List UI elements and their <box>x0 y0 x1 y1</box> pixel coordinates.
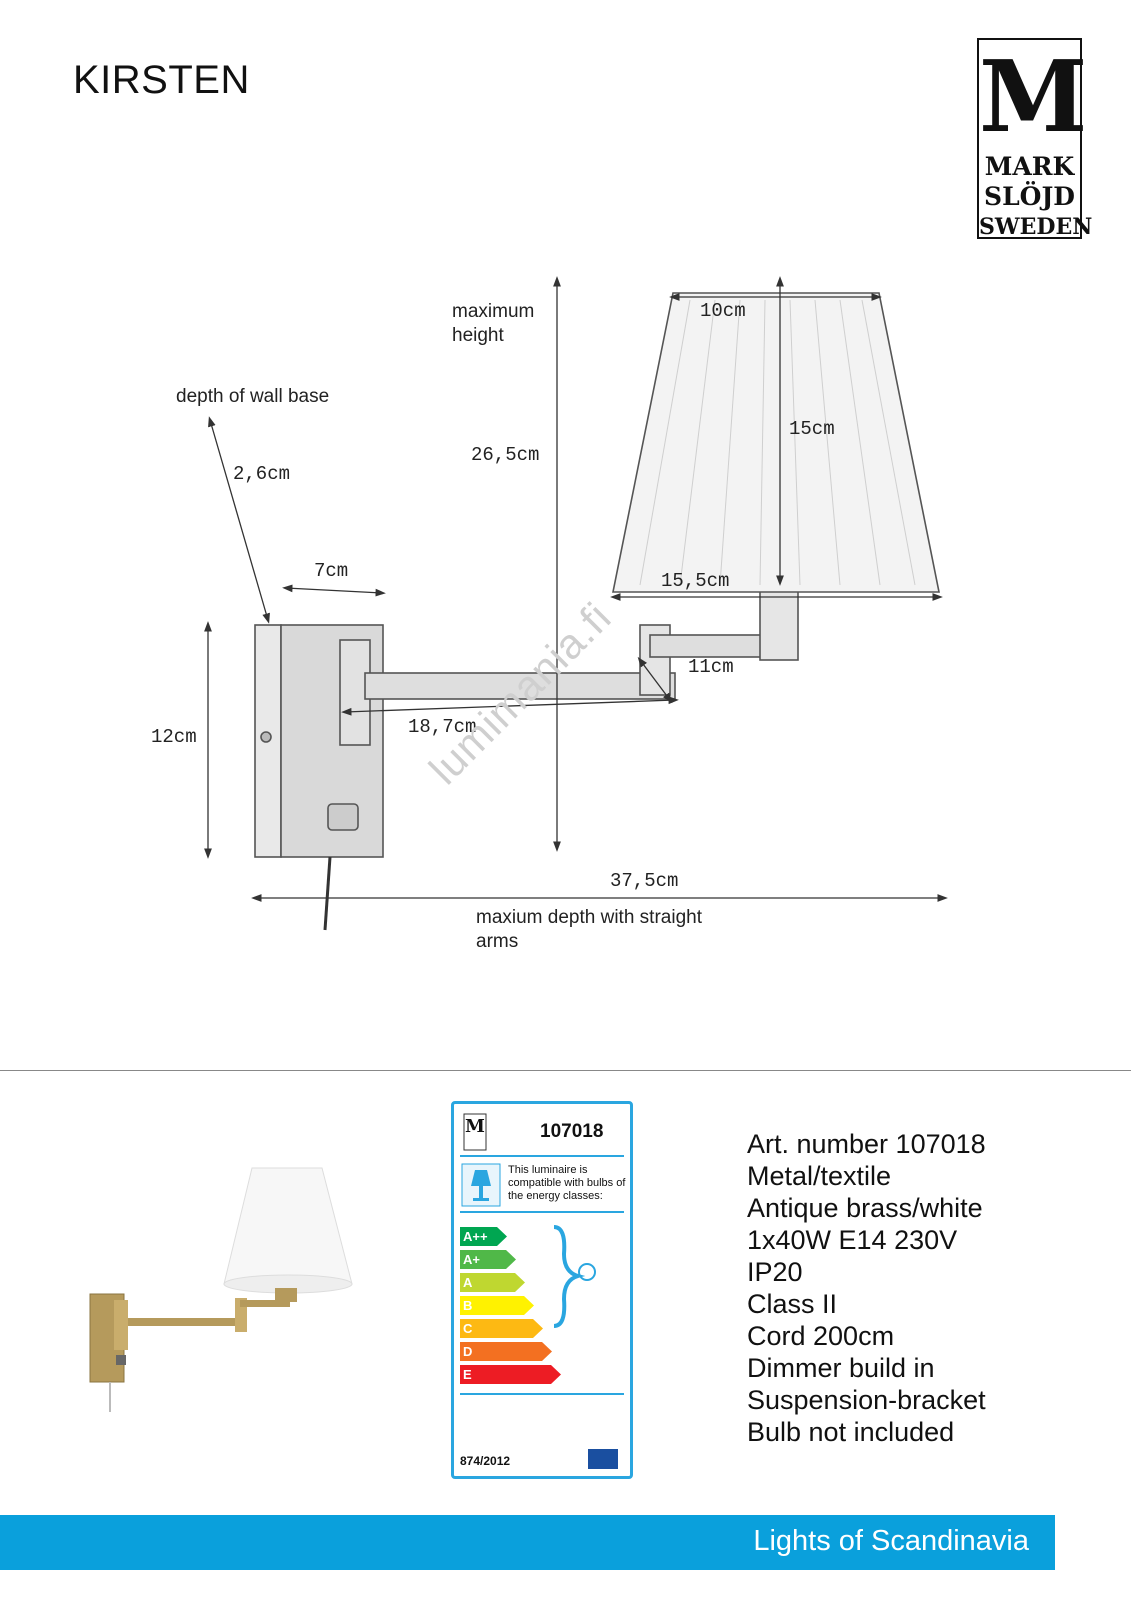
arm2-line <box>637 656 673 704</box>
energy-class-arrow: A <box>460 1273 525 1292</box>
footer-tagline: Lights of Scandinavia <box>753 1525 1029 1557</box>
energy-article: 107018 <box>540 1121 604 1142</box>
spec-line: IP20 <box>747 1257 803 1287</box>
logo-word-sweden: SWEDEN <box>979 214 1093 240</box>
lamp-socket <box>759 589 799 661</box>
logo-word-slojd: SLÖJD <box>984 182 1075 211</box>
wall-base-value: 2,6cm <box>233 463 291 485</box>
shade-bottom-value: 15,5cm <box>661 570 730 592</box>
logo-word-mark: MARK <box>984 152 1075 181</box>
spec-line: Art. number 107018 <box>747 1129 986 1159</box>
arm1-line <box>341 696 679 716</box>
energy-class-arrow: A+ <box>460 1250 516 1269</box>
spec-line: 1x40W E14 230V <box>747 1225 958 1255</box>
max-height-value: 26,5cm <box>471 444 540 466</box>
energy-class-arrow: A++ <box>460 1227 507 1246</box>
product-photo <box>89 1167 353 1412</box>
footer-bar: Lights of Scandinavia <box>0 1515 1055 1570</box>
energy-class-arrow: B <box>460 1296 534 1315</box>
energy-label-graphic: M <box>460 1113 624 1469</box>
logo-monogram: M <box>979 40 1088 155</box>
energy-class-arrow: C <box>460 1319 543 1338</box>
shade-height-value: 15cm <box>789 418 835 440</box>
energy-text: This luminaire is compatible with bulbs … <box>508 1164 626 1202</box>
lamp-sketch <box>254 292 940 931</box>
spec-line: Bulb not included <box>747 1417 955 1447</box>
base-height-value: 12cm <box>151 726 197 748</box>
section-divider <box>0 1070 1131 1071</box>
arm1-value: 18,7cm <box>408 716 477 738</box>
technical-drawing <box>204 276 948 931</box>
arm2-value: 11cm <box>688 656 734 678</box>
arm-1 <box>364 672 676 700</box>
wall-base-label: depth of wall base <box>176 386 330 407</box>
spec-line: Cord 200cm <box>747 1321 895 1351</box>
energy-class-arrow: D <box>460 1342 552 1361</box>
spec-line: Class II <box>747 1289 838 1319</box>
dimension-lines <box>204 276 948 902</box>
energy-class-arrow: E <box>460 1365 561 1384</box>
product-title: KIRSTEN <box>73 58 250 102</box>
spec-line: Antique brass/white <box>747 1193 983 1223</box>
shade-top-value: 10cm <box>700 300 746 322</box>
base-width-line <box>282 584 386 597</box>
brand-logo: M MARK SLÖJD SWEDEN <box>977 38 1093 240</box>
energy-label: M 107018 This luminaire is compatible wi… <box>451 1101 633 1479</box>
lamp-shade <box>612 292 940 593</box>
wall-base-depth-line <box>208 416 270 624</box>
total-depth-value: 37,5cm <box>610 870 679 892</box>
max-height-label: maximum height <box>452 301 535 346</box>
spec-line: Metal/textile <box>747 1161 892 1191</box>
spec-line: Dimmer build in <box>747 1353 935 1383</box>
energy-regulation: 874/2012 <box>460 1454 511 1468</box>
dimmer-knob <box>327 803 359 831</box>
svg-text:M: M <box>465 1116 485 1137</box>
spec-line: Suspension-bracket <box>747 1385 986 1415</box>
base-width-value: 7cm <box>314 560 349 582</box>
total-depth-label: maxium depth with straight arms <box>476 907 702 952</box>
